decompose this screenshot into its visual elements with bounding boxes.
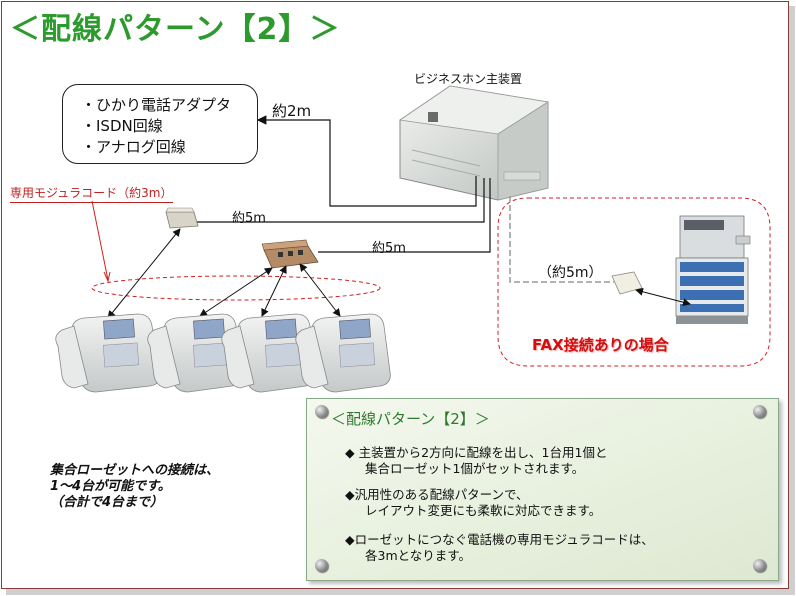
external-lines-box: ・ひかり電話アダプタ ・ISDN回線 ・アナログ回線 [62,84,258,164]
panel-bullet-2-line-1: ◆汎用性のある配線パターンで、 [345,487,529,502]
frame-shadow-bottom [6,589,795,595]
panel-bullet-1-line-2: 集合ローゼット1個がセットされます。 [365,461,585,476]
fax-copier [675,215,751,324]
fax-caption: FAX接続ありの場合 [532,336,669,354]
pin-icon [315,405,328,418]
rosette-note-line-3: （合計で4台まで） [50,495,164,510]
pin-icon [753,405,766,418]
panel-bullet-3-line-1: ◆ローゼットにつなぐ電話機の専用モジュラコードは、 [345,532,654,547]
cord-multi-phone-4 [299,263,341,317]
panel-bullet-2-line-2: レイアウト変更にも柔軟に対応できます。 [365,503,602,518]
fax-area-boundary [497,197,771,367]
cable-length-single-rosette: 約5m [232,211,266,226]
panel-bullet-2: ◆汎用性のある配線パターンで、 レイアウト変更にも柔軟に対応できます。 [345,487,601,519]
rosette-note-line-2: 1～4台が可能です。 [50,479,171,494]
page-title: ＜配線パターン【2】＞ [10,12,341,47]
frame-shadow-right [789,6,795,590]
multi-rosette [261,239,319,269]
panel-bullet-3: ◆ローゼットにつなぐ電話機の専用モジュラコードは、 各3mとなります。 [345,532,654,564]
line-type-analog: ・アナログ回線 [81,138,186,156]
cable-length-multi-rosette: 約5m [372,241,406,256]
wire-to-fax-rosette [509,196,614,283]
rosette-cord-pointer [91,200,109,281]
cord-fax-rosette-copier [635,287,691,307]
line-type-isdn: ・ISDN回線 [81,117,163,135]
panel-bullet-1: ◆ 主装置から2方向に配線を出し、1台用1個と 集合ローゼット1個がセットされま… [345,445,607,477]
cable-length-lines: 約2m [272,102,312,120]
description-panel: ＜配線パターン【2】＞ ◆ 主装置から2方向に配線を出し、1台用1個と 集合ロー… [306,398,779,581]
phone-4 [295,313,391,393]
cord-multi-phone-3 [261,265,287,317]
modular-cord-label: 専用モジュラコード（約3m） [10,184,173,203]
phone-2 [147,313,243,393]
main-unit-label: ビジネスホン主装置 [414,72,523,86]
phone-3 [221,313,317,393]
pin-icon [753,559,766,572]
cord-rosette-phone-1 [107,228,181,319]
line-type-hikari: ・ひかり電話アダプタ [81,96,232,114]
phone-1 [55,313,161,393]
panel-bullet-1-line-1: ◆ 主装置から2方向に配線を出し、1台用1個と [345,445,608,460]
wire-to-multi-rosette [318,178,491,253]
rosette-note: 集合ローゼットへの接続は、 1～4台が可能です。 （合計で4台まで） [50,463,219,511]
cable-length-fax: （約5m） [538,265,603,281]
wire-to-single-rosette [196,178,485,223]
panel-bullet-3-line-2: 各3mとなります。 [365,548,472,563]
pbx-main-unit [398,85,550,201]
cord-multi-phone-2 [199,267,273,317]
rosette-note-line-1: 集合ローゼットへの接続は、 [50,463,220,478]
single-rosette [165,207,199,229]
pin-icon [315,559,328,572]
rosette-cord-area [91,275,381,301]
wire-to-lines [256,115,477,207]
panel-title: ＜配線パターン【2】＞ [331,410,490,428]
